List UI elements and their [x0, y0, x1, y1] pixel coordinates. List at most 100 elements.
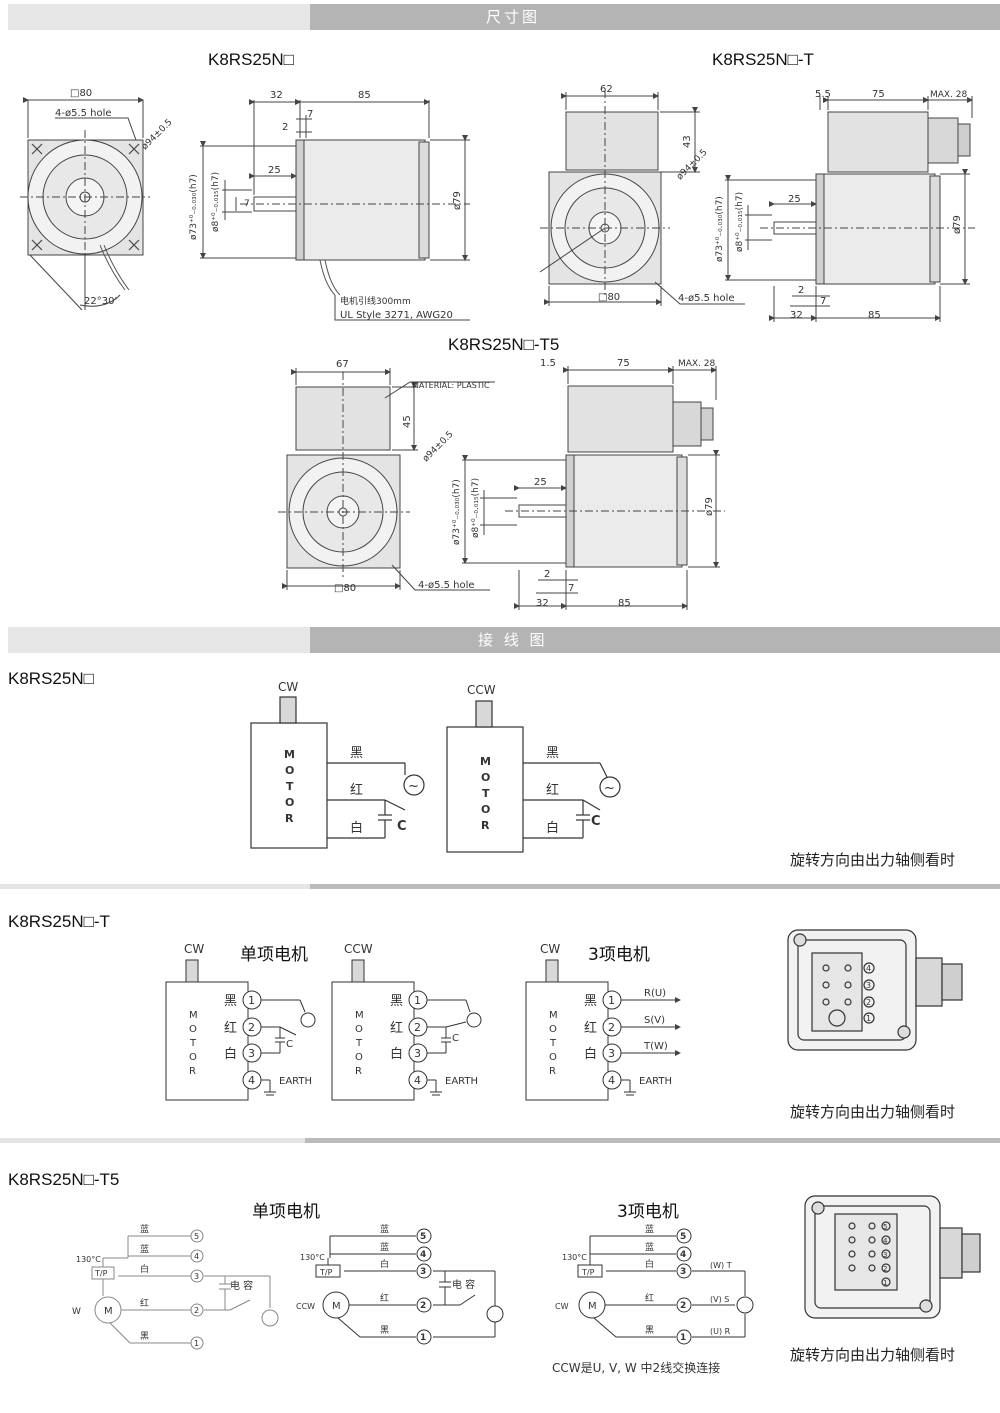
motor-letter: O [549, 1024, 557, 1035]
wiring3-three-label: 3项电机 [617, 1202, 679, 1222]
temp-label: 130°C [300, 1253, 325, 1262]
terminal-4: 4 [680, 1250, 686, 1260]
cap-label: C [397, 819, 407, 834]
wiring3-three-phase-diagram [577, 1228, 754, 1345]
dim-45-c: 45 [402, 415, 413, 428]
box-terminal-1: 1 [883, 1279, 887, 1287]
dim-7-c: 7 [568, 583, 574, 594]
wire-red: 红 [390, 1020, 403, 1036]
terminal-4: 4 [248, 1074, 255, 1087]
dim-67-c: 67 [336, 359, 349, 370]
terminal-4: 4 [608, 1074, 615, 1087]
dim-d79-a: ø79 [452, 191, 463, 210]
wire-white: 白 [140, 1263, 149, 1275]
wire-blue: 蓝 [140, 1243, 149, 1255]
divider [0, 884, 1000, 889]
terminal-2: 2 [608, 1021, 615, 1034]
dim-2-b: 2 [798, 285, 804, 296]
terminal-1: 1 [194, 1339, 199, 1348]
section-banner-dimensions: 尺寸图 [8, 4, 1000, 30]
phase-t-label: T(W) [643, 1041, 668, 1052]
wiring2-cw-diagram [165, 959, 316, 1101]
dim-max28-b: MAX. 28 [930, 90, 968, 100]
box-terminal-3: 3 [866, 981, 871, 990]
dim-7-a: 7 [307, 109, 313, 120]
box-terminal-3: 3 [883, 1251, 887, 1259]
motor-m: M [332, 1301, 341, 1312]
motor-m: M [104, 1306, 113, 1317]
terminal-1: 1 [248, 994, 255, 1007]
motor-letter: T [355, 1038, 363, 1049]
motor-letter: O [481, 803, 490, 816]
dim-d79-b: ø79 [952, 215, 963, 234]
terminal-3: 3 [680, 1267, 686, 1277]
motor-letter: O [549, 1052, 557, 1063]
cw-label: W [72, 1307, 81, 1317]
wire-black: 黑 [390, 994, 403, 1009]
motor-letter: R [355, 1066, 362, 1077]
wiring2-single-label: 单项电机 [240, 945, 308, 965]
phase-r-label: R(U) [644, 988, 666, 999]
cap-label: C [591, 814, 601, 829]
lead-length: 电机引线300mm [340, 295, 411, 307]
box-terminal-2: 2 [883, 1265, 887, 1273]
dim-title-b: K8RS25N□-T [712, 50, 814, 69]
wiring2-ccw-diagram [331, 959, 482, 1101]
dim-hole-a: 4-ø5.5 hole [55, 108, 112, 119]
wire-blue: 蓝 [140, 1223, 149, 1235]
dim-7-b: 7 [820, 296, 826, 307]
rotation-note-2: 旋转方向由出力轴侧看时 [790, 1103, 956, 1121]
section-title-dimensions: 尺寸图 [486, 8, 541, 26]
wiring3-single-label: 单项电机 [252, 1202, 320, 1222]
dim-32-c: 32 [536, 598, 549, 609]
terminal-box-illustration-t [787, 929, 963, 1051]
terminal-1: 1 [414, 994, 421, 1007]
tp-label: T/P [581, 1268, 595, 1277]
motor-letter: R [285, 812, 294, 825]
phase-ur-label: (U) R [710, 1327, 731, 1336]
wiring1-title: K8RS25N□ [8, 669, 94, 688]
dim-d94-a: ø94±0.5 [140, 118, 175, 153]
motor-front-view-a [20, 97, 150, 311]
dim-d73-c: ø73⁺⁰₋₀.₀₃₀(h7) [452, 479, 462, 545]
terminal-3: 3 [414, 1047, 421, 1060]
divider [0, 1138, 1000, 1143]
box-terminal-2: 2 [866, 998, 871, 1007]
motor-letter: O [285, 764, 294, 777]
motor-letter: O [355, 1052, 363, 1063]
motor-letter: R [481, 819, 490, 832]
terminal-3: 3 [420, 1267, 426, 1277]
wire-red: 红 [380, 1292, 389, 1304]
cw-label: CW [555, 1302, 569, 1311]
terminal-2: 2 [420, 1301, 426, 1311]
dim-sq80-a: □80 [70, 88, 92, 99]
dim-32-b: 32 [790, 310, 803, 321]
wire-black: 黑 [645, 1325, 654, 1336]
terminal-2: 2 [414, 1021, 421, 1034]
motor-letter: T [286, 780, 294, 793]
wire-blue: 蓝 [645, 1223, 654, 1235]
wire-white: 白 [350, 820, 363, 836]
terminal-2: 2 [248, 1021, 255, 1034]
dim-sq80-c: □80 [334, 583, 356, 594]
terminal-4: 4 [420, 1250, 426, 1260]
wire-white: 白 [380, 1258, 389, 1270]
wiring1-ccw-label: CCW [467, 683, 496, 697]
earth-label: EARTH [445, 1076, 478, 1087]
dim-d79-c: ø79 [704, 497, 715, 516]
box-terminal-4: 4 [866, 964, 871, 973]
wire-red: 红 [546, 782, 559, 798]
motor-side-view-b [725, 96, 975, 322]
wire-blue: 蓝 [645, 1241, 654, 1253]
dim-d94-c: ø94±0.5 [421, 430, 456, 465]
terminal-5: 5 [194, 1232, 199, 1241]
cap-label: C [286, 1039, 293, 1050]
ccw-swap-note: CCW是U, V, W 中2线交换连接 [552, 1360, 720, 1375]
dim-title-a: K8RS25N□ [208, 50, 294, 69]
wire-black: 黑 [140, 1331, 149, 1342]
terminal-3: 3 [248, 1047, 255, 1060]
temp-label: 130°C [76, 1255, 101, 1264]
earth-label: EARTH [279, 1076, 312, 1087]
wiring2-three-label: 3项电机 [588, 945, 650, 965]
dim-62-b: 62 [600, 84, 613, 95]
